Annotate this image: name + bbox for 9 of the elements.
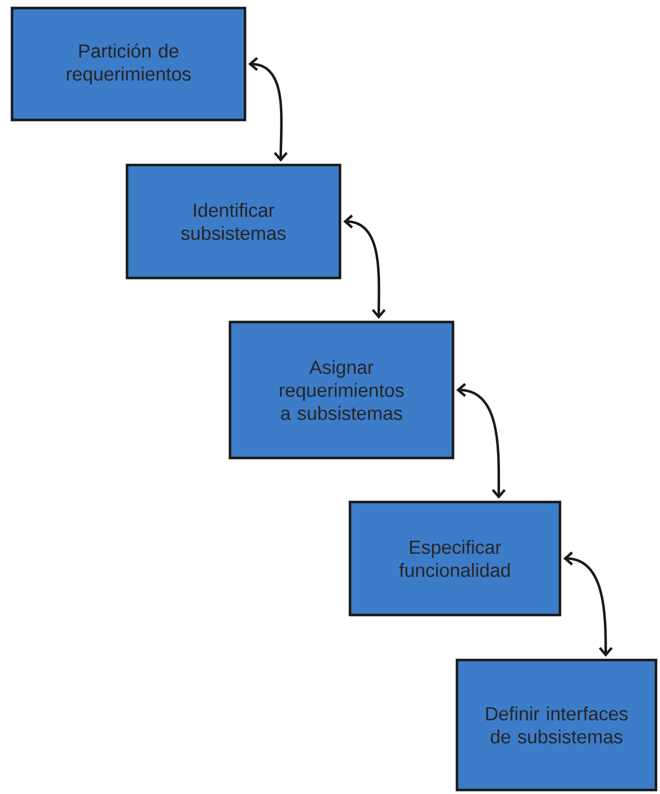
process-box: Partición de requerimientos [10, 6, 246, 122]
process-box: Definir interfaces de subsistemas [456, 658, 658, 792]
process-box: Especificar funcionalidad [348, 500, 562, 616]
process-box: Asignar requerimientos a subsistemas [228, 320, 454, 460]
arrow [343, 214, 386, 319]
process-box: Identificar subsistemas [126, 164, 342, 280]
arrow [563, 552, 613, 657]
arrow [248, 57, 288, 162]
arrow [456, 383, 506, 499]
